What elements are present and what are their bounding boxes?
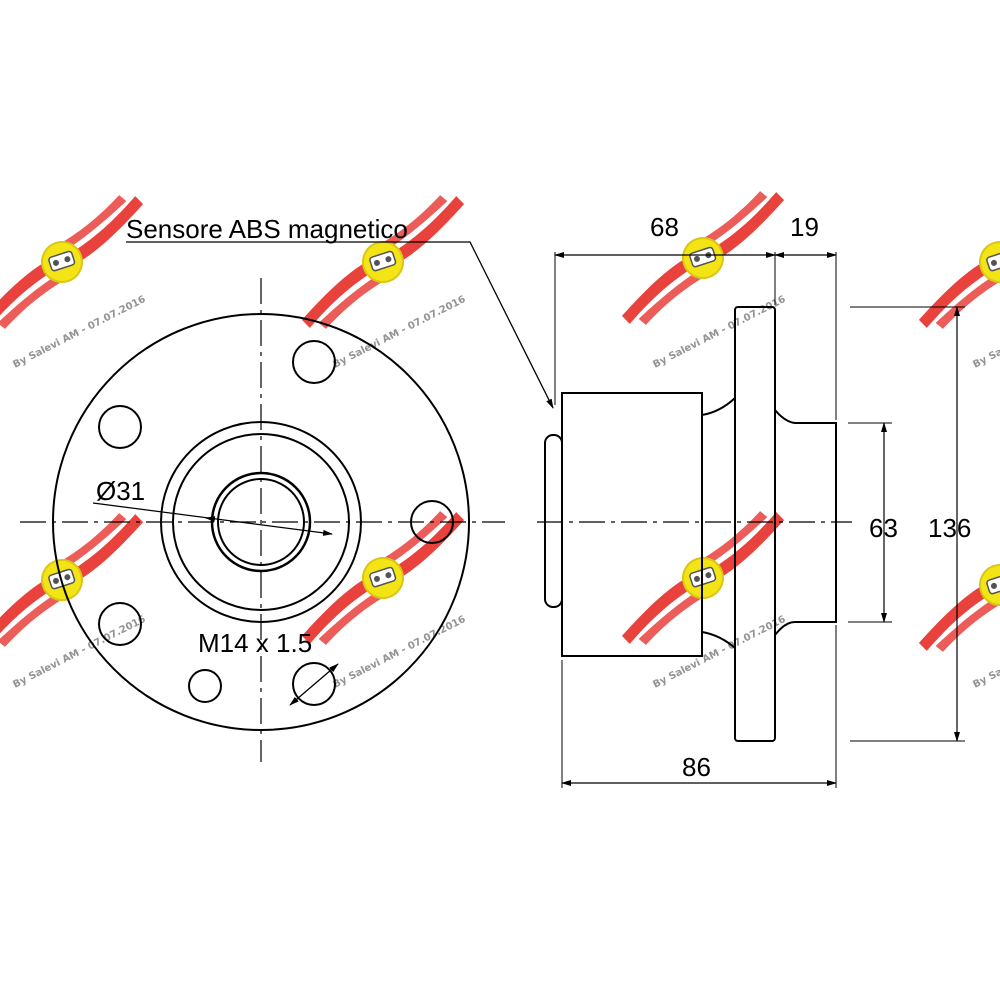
watermark-logo (277, 187, 489, 337)
front-view (20, 278, 505, 762)
bore-diameter-label: Ø31 (96, 476, 145, 506)
flange-profile (734, 306, 776, 742)
abs-sensor-label: Sensore ABS magnetico (126, 214, 408, 244)
thread-dimension-line (289, 663, 339, 706)
hub-outer-ring (160, 421, 362, 623)
hub-neck (701, 397, 736, 649)
abs-sensor-ring (544, 434, 563, 608)
watermark-text: By Salevi AM - 07.07.2016 (651, 614, 787, 691)
bolt-hole (410, 500, 454, 544)
reference-hole (188, 669, 222, 703)
bearing-body (561, 392, 703, 657)
thread-label: M14 x 1.5 (198, 628, 312, 658)
dimension-63-label: 63 (869, 513, 898, 543)
watermark-text: By Salevi AM - 07.07.2016 (971, 614, 1000, 691)
side-view (537, 252, 965, 788)
bolt-hole (292, 340, 336, 384)
watermark-group: By Salevi AM - 07.07.2016 By Salevi AM -… (0, 183, 1000, 691)
bolt-hole (98, 405, 142, 449)
hub-inner-ring (172, 433, 350, 611)
bolt-hole (98, 602, 142, 646)
spigot-profile (774, 409, 837, 636)
watermark-text: By Salevi AM - 07.07.2016 (11, 294, 147, 371)
watermark-logo (0, 187, 168, 337)
watermark-text: By Salevi AM - 07.07.2016 (331, 614, 467, 691)
watermark-text: By Salevi AM - 07.07.2016 (971, 294, 1000, 371)
watermark-text: By Salevi AM - 07.07.2016 (331, 294, 467, 371)
flange-outline (52, 313, 470, 731)
watermark-text: By Salevi AM - 07.07.2016 (651, 294, 787, 371)
dimension-68-label: 68 (650, 212, 679, 242)
bore-inner (217, 478, 305, 566)
watermark-logo (894, 187, 1000, 337)
bore-dimension-tick (205, 516, 216, 523)
dimension-19-label: 19 (790, 212, 819, 242)
dimension-136-label: 136 (928, 513, 971, 543)
abs-sensor-leader (126, 241, 554, 409)
dimension-86-label: 86 (682, 752, 711, 782)
